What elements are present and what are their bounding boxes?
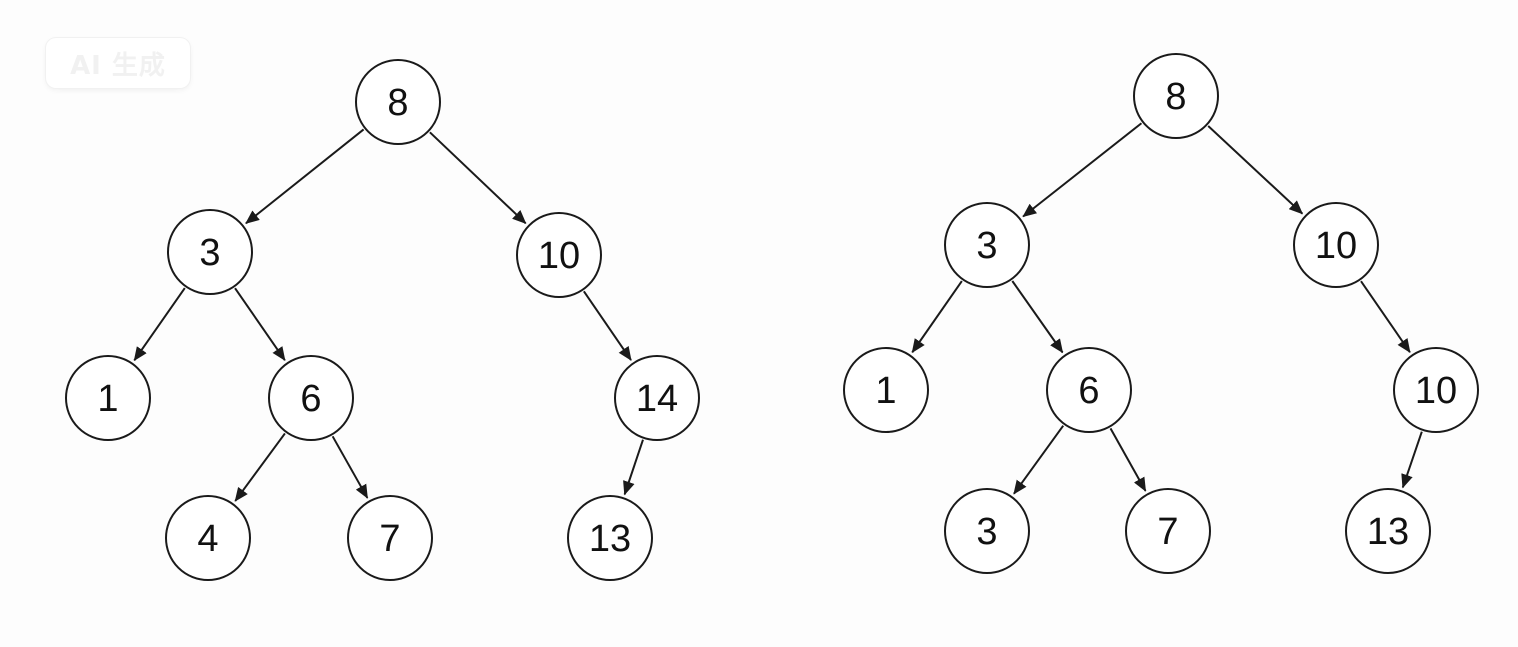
node-circle xyxy=(614,355,700,441)
tree-node: 3 xyxy=(944,488,1030,574)
node-circle xyxy=(843,347,929,433)
node-circle xyxy=(65,355,151,441)
tree-node: 8 xyxy=(355,59,441,145)
node-circle xyxy=(268,355,354,441)
edge-arrow xyxy=(1022,122,1143,218)
tree-node: 10 xyxy=(1293,202,1379,288)
edge-arrow xyxy=(1013,425,1065,495)
nodes-layer: 8 3 10 1 6 14 4 7 13 8 3 10 1 6 10 3 7 13 xyxy=(65,53,1479,581)
edge-arrow xyxy=(911,280,963,354)
node-label: 7 xyxy=(379,518,400,560)
node-label: 10 xyxy=(1315,225,1357,267)
tree-node: 13 xyxy=(1345,488,1431,574)
node-label: 8 xyxy=(1165,76,1186,118)
edge-arrow xyxy=(234,287,286,361)
node-circle xyxy=(1133,53,1219,139)
tree-node: 1 xyxy=(843,347,929,433)
node-circle xyxy=(1046,347,1132,433)
ai-generated-badge: AI 生成 xyxy=(46,38,190,88)
tree-node: 3 xyxy=(167,209,253,295)
node-label: 3 xyxy=(976,511,997,553)
tree-node: 4 xyxy=(165,495,251,581)
node-circle xyxy=(1393,347,1479,433)
node-circle xyxy=(1293,202,1379,288)
node-label: 10 xyxy=(538,235,580,277)
tree-node: 14 xyxy=(614,355,700,441)
node-circle xyxy=(165,495,251,581)
node-circle xyxy=(355,59,441,145)
tree-node: 13 xyxy=(567,495,653,581)
node-label: 3 xyxy=(199,232,220,274)
node-circle xyxy=(1125,488,1211,574)
edge-arrow xyxy=(1360,280,1411,353)
tree-node: 3 xyxy=(944,202,1030,288)
node-label: 6 xyxy=(300,378,321,420)
node-circle xyxy=(516,212,602,298)
node-circle xyxy=(347,495,433,581)
tree-node: 7 xyxy=(1125,488,1211,574)
node-label: 7 xyxy=(1157,511,1178,553)
edges-layer xyxy=(133,122,1423,502)
node-label: 6 xyxy=(1078,370,1099,412)
tree-node: 10 xyxy=(516,212,602,298)
node-label: 1 xyxy=(875,370,896,412)
node-circle xyxy=(1345,488,1431,574)
edge-arrow xyxy=(623,439,644,496)
edge-arrow xyxy=(1011,280,1064,354)
node-label: 3 xyxy=(976,225,997,267)
edge-arrow xyxy=(1401,431,1423,489)
tree-node: 1 xyxy=(65,355,151,441)
node-label: 10 xyxy=(1415,370,1457,412)
edge-arrow xyxy=(1207,125,1304,215)
node-label: 4 xyxy=(197,518,218,560)
node-circle xyxy=(167,209,253,295)
edge-arrow xyxy=(429,131,527,225)
edge-arrow xyxy=(583,290,632,361)
tree-node: 6 xyxy=(1046,347,1132,433)
node-circle xyxy=(567,495,653,581)
node-circle xyxy=(944,488,1030,574)
node-label: 8 xyxy=(387,82,408,124)
node-label: 14 xyxy=(636,378,678,420)
edge-arrow xyxy=(133,287,186,362)
node-label: 1 xyxy=(97,378,118,420)
tree-node: 7 xyxy=(347,495,433,581)
edge-arrow xyxy=(245,128,365,225)
tree-node: 6 xyxy=(268,355,354,441)
node-label: 13 xyxy=(589,518,631,560)
edge-arrow xyxy=(234,432,286,502)
edge-arrow xyxy=(331,435,369,499)
tree-node: 10 xyxy=(1393,347,1479,433)
edge-arrow xyxy=(1109,427,1147,492)
node-label: 13 xyxy=(1367,511,1409,553)
tree-node: 8 xyxy=(1133,53,1219,139)
node-circle xyxy=(944,202,1030,288)
